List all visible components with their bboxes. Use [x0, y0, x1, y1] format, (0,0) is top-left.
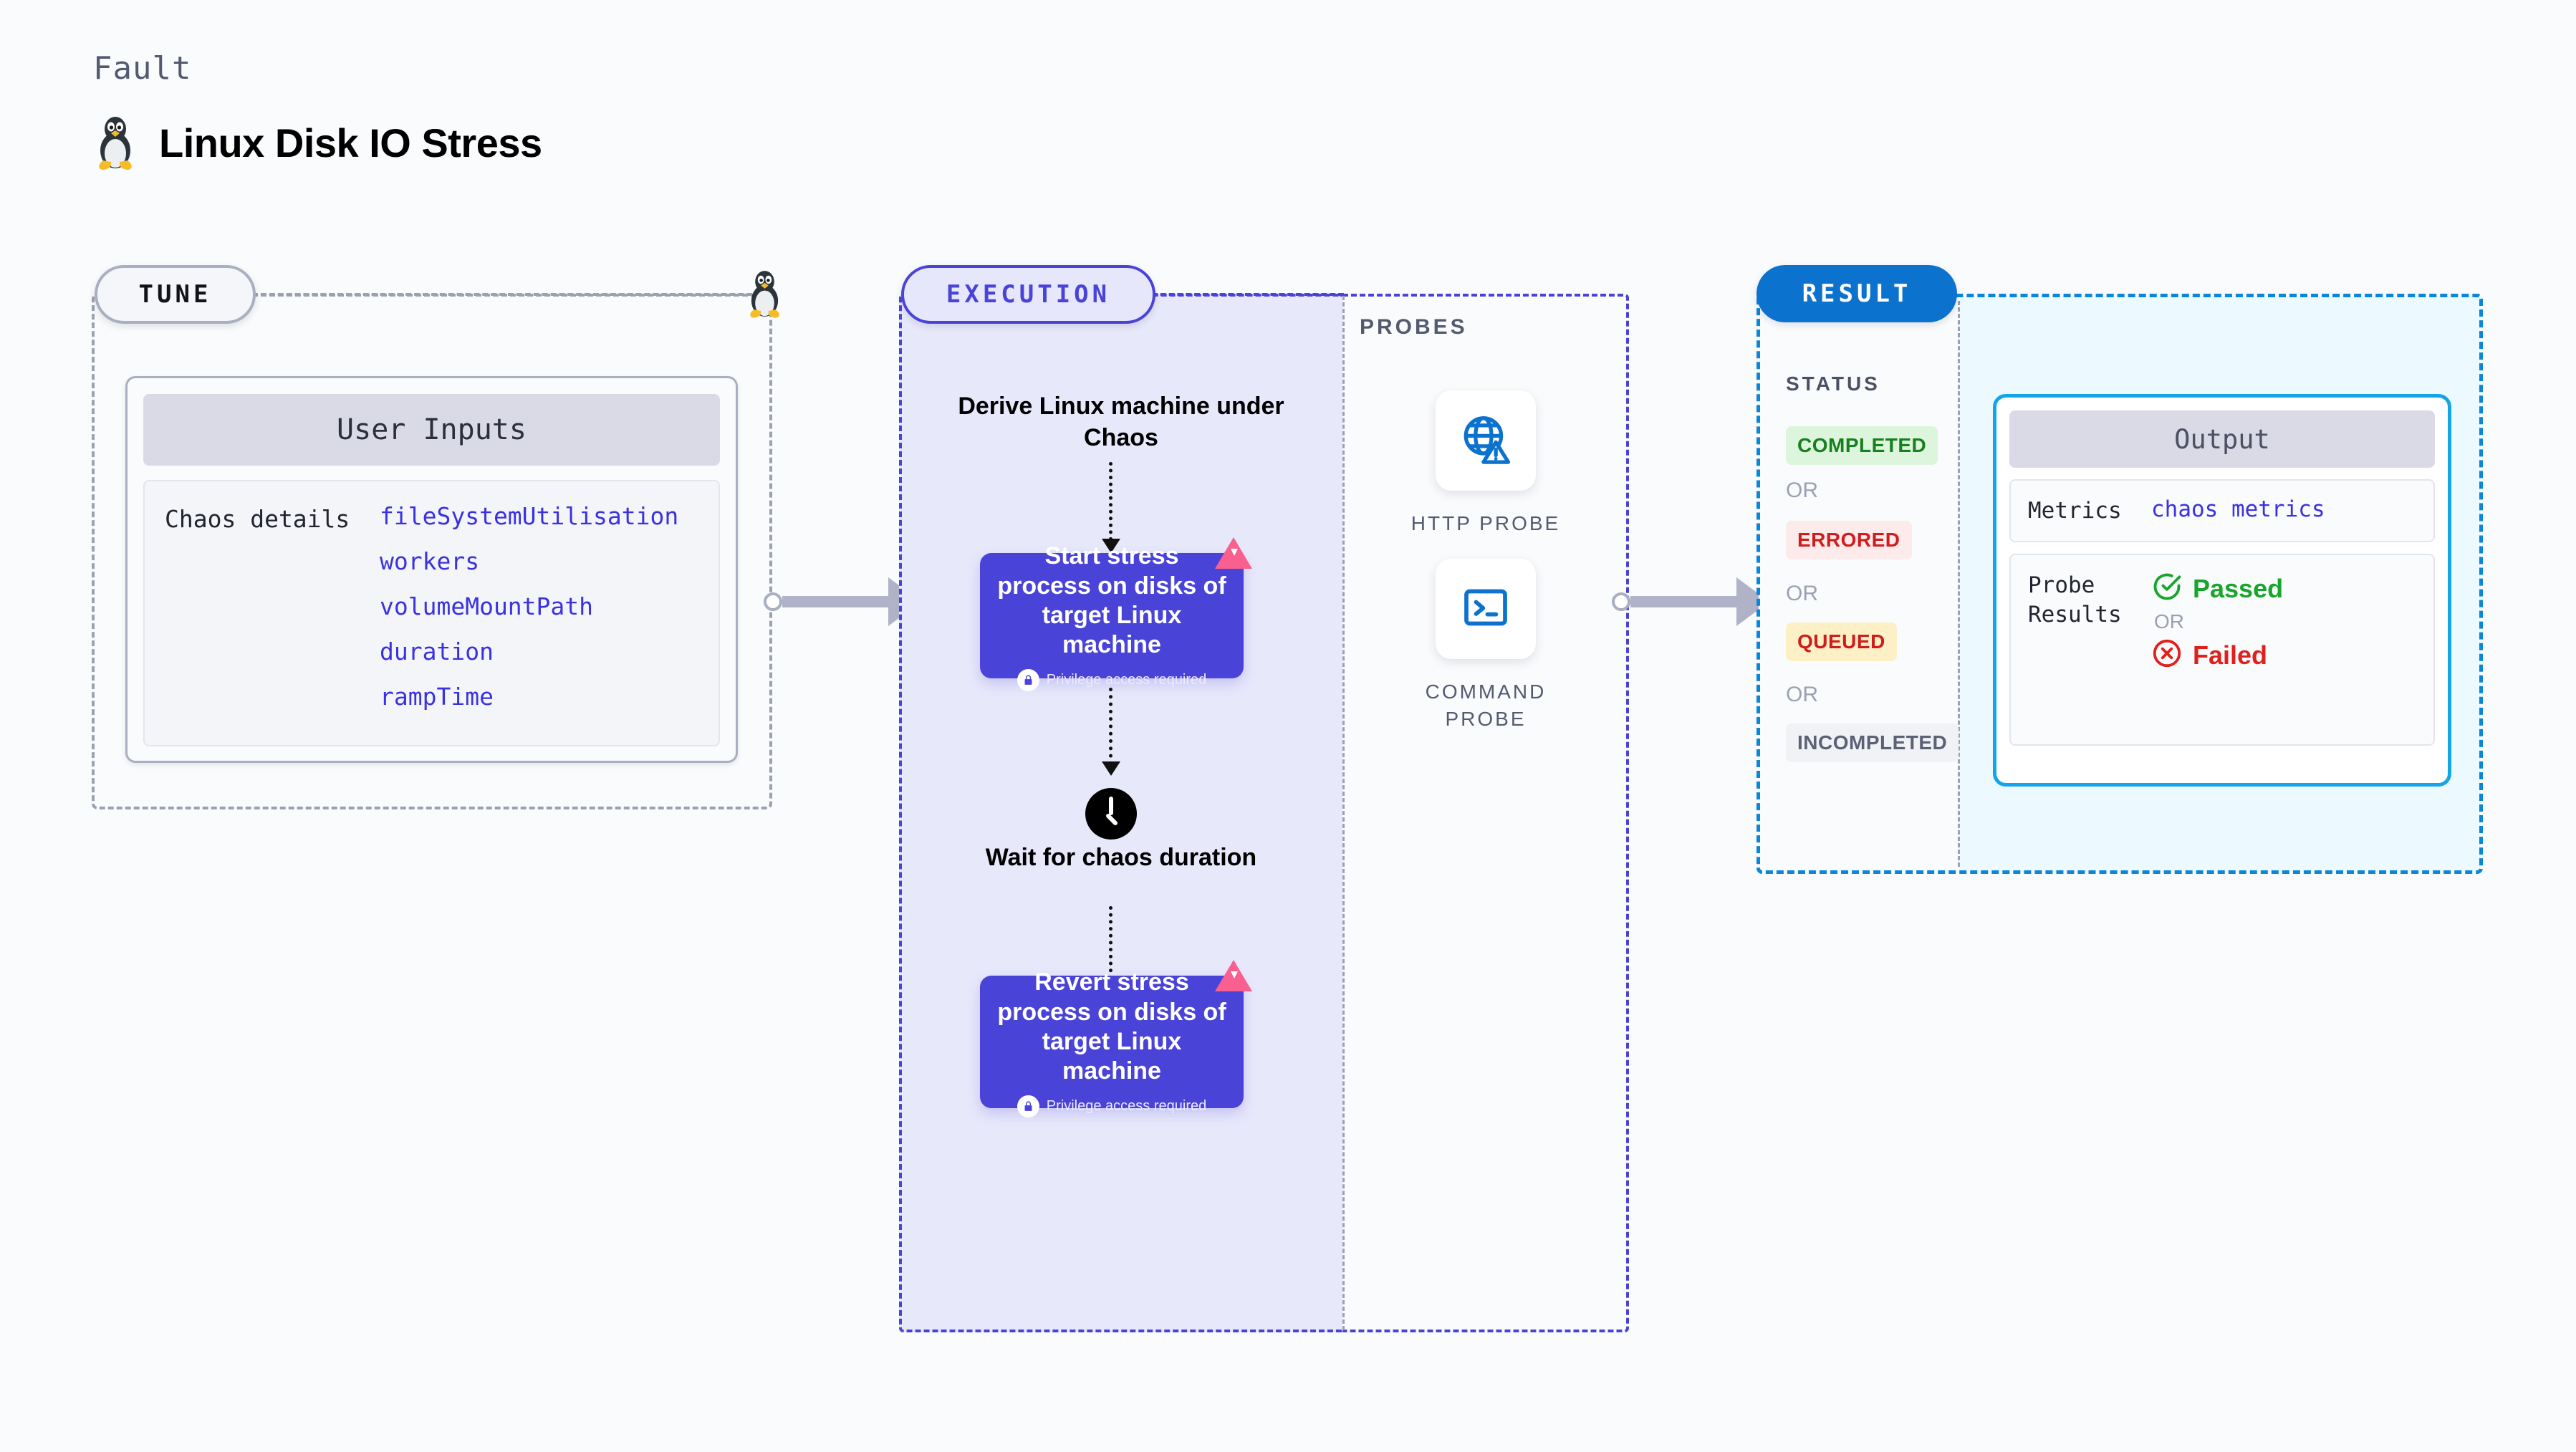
privilege-badge: Privilege access required [1017, 668, 1207, 691]
user-inputs-title: User Inputs [143, 394, 720, 466]
or-separator: OR [1786, 582, 1818, 605]
globe-warning-icon [1459, 413, 1512, 469]
probes-section-label: PROBES [1360, 315, 1468, 339]
tune-pill-label: TUNE [95, 265, 256, 324]
result-inner-divider [1958, 301, 1960, 867]
x-circle-icon [2151, 638, 2183, 673]
probe-tile-command[interactable] [1436, 559, 1536, 659]
input-param[interactable]: volumeMountPath [380, 592, 594, 620]
probe-tile-http[interactable] [1436, 390, 1536, 491]
metrics-key: Metrics [2028, 498, 2122, 524]
input-param[interactable]: workers [380, 547, 480, 575]
probe-caption-command: COMMAND PROBE [1425, 681, 1547, 730]
linux-penguin-icon [745, 269, 784, 319]
page-title: Linux Disk IO Stress [159, 120, 542, 165]
clock-icon [1084, 787, 1138, 845]
status-badge-completed: COMPLETED [1786, 426, 1938, 465]
output-card: Output Metrics chaos metrics Probe Resul… [1993, 394, 2451, 787]
chaos-fault-badge-icon [1213, 536, 1254, 577]
probe-results-values: Passed OR Failed [2151, 571, 2283, 673]
metrics-value[interactable]: chaos metrics [2151, 496, 2325, 522]
user-inputs-body: Chaos details fileSystemUtilisation work… [143, 480, 720, 746]
input-param[interactable]: fileSystemUtilisation [380, 502, 679, 530]
execution-node-start[interactable]: Start stress process on disks of target … [980, 542, 1244, 691]
flow-arrow-line [1109, 462, 1112, 541]
connector-start-dot [1612, 592, 1630, 611]
input-param[interactable]: rampTime [380, 683, 494, 711]
privilege-label: Privilege access required [1046, 671, 1207, 688]
result-status-column [1759, 296, 1959, 872]
user-inputs-card: User Inputs Chaos details fileSystemUtil… [125, 376, 738, 763]
execution-node-title: Revert stress process on disks of target… [997, 968, 1226, 1085]
passed-label: Passed [2193, 573, 2284, 603]
chaos-details-key: Chaos details [165, 505, 350, 533]
status-section-label: STATUS [1786, 372, 1880, 395]
output-metrics-row: Metrics chaos metrics [2009, 479, 2435, 543]
privilege-badge: Privilege access required [1017, 1095, 1206, 1117]
execution-node-title: Start stress process on disks of target … [997, 542, 1226, 659]
connector-line [782, 596, 890, 607]
page-kicker: Fault [93, 50, 192, 87]
connector-line [1630, 596, 1738, 607]
chaos-details-values: fileSystemUtilisation workers volumeMoun… [380, 504, 678, 722]
result-pill-label: RESULT [1756, 265, 1957, 322]
execution-node-revert[interactable]: Revert stress process on disks of target… [980, 968, 1244, 1117]
status-badge-errored: ERRORED [1786, 521, 1912, 559]
or-separator: OR [1786, 479, 1818, 502]
probe-result-failed: Failed [2151, 638, 2283, 673]
input-param[interactable]: duration [380, 638, 494, 665]
flow-arrow-head [1102, 761, 1120, 776]
connector-start-dot [764, 592, 782, 611]
or-separator: OR [2154, 610, 2184, 633]
output-title: Output [2009, 410, 2435, 468]
wait-step-label: Wait for chaos duration [985, 844, 1257, 871]
connector-probes-to-result [1612, 577, 1777, 626]
status-badge-incompleted: INCOMPLETED [1786, 723, 1959, 762]
status-badge-queued: QUEUED [1786, 622, 1897, 661]
execution-probes-divider [1342, 296, 1345, 1330]
flow-arrow-line [1109, 688, 1112, 765]
flow-arrow-head [1102, 539, 1120, 553]
output-probe-results-row: Probe Results Passed OR [2009, 554, 2435, 746]
execution-top-dash [1152, 293, 1344, 296]
probe-caption-http: HTTP PROBE [1410, 512, 1561, 534]
tune-top-dash [252, 293, 769, 296]
lock-icon [1017, 1095, 1039, 1117]
probe-result-passed: Passed [2151, 571, 2283, 606]
result-panel [1756, 294, 2483, 874]
page-title-row: Linux Disk IO Stress [93, 115, 542, 170]
terminal-icon [1460, 582, 1512, 637]
linux-penguin-icon [93, 115, 138, 170]
derive-step-label: Derive Linux machine under Chaos [958, 393, 1284, 452]
probe-results-key: Probe Results [2028, 572, 2122, 628]
failed-label: Failed [2193, 640, 2268, 670]
check-circle-icon [2151, 571, 2183, 606]
execution-pill-label: EXECUTION [901, 265, 1155, 324]
lock-icon [1017, 668, 1039, 691]
flow-arrow-line [1109, 906, 1112, 979]
or-separator: OR [1786, 683, 1818, 706]
privilege-label: Privilege access required [1046, 1097, 1207, 1114]
chaos-fault-badge-icon [1213, 958, 1254, 999]
